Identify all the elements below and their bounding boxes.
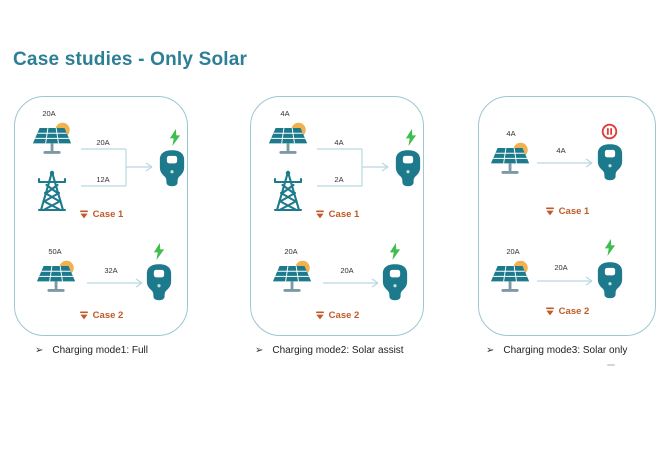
- ev-charger-icon: [158, 149, 186, 187]
- arrow-connector: [87, 278, 143, 288]
- ev-charger-icon: [145, 263, 173, 301]
- case-1-label: Case 1: [251, 209, 423, 220]
- solar-output-label: 4A: [280, 109, 290, 118]
- solar-line-label: 4A: [334, 138, 344, 147]
- merge-connector: [317, 148, 389, 187]
- case-panel-mode2: 4A 4A 2A: [250, 96, 424, 336]
- ev-charger-icon: [596, 261, 624, 299]
- arrow-amp-label: 20A: [340, 266, 354, 275]
- caption-text: Charging mode1: Full: [52, 345, 148, 356]
- caption-text: Charging mode3: Solar only: [503, 345, 628, 356]
- arrow-bullet: ➢: [486, 345, 495, 356]
- arrow-amp-label: 32A: [104, 266, 118, 275]
- case-2-label: Case 2: [479, 306, 655, 317]
- solar-output-label: 20A: [42, 109, 56, 118]
- solar-panel-icon: [267, 121, 311, 158]
- page-title: Case studies - Only Solar: [13, 49, 248, 70]
- arrow-bullet: ➢: [35, 345, 44, 356]
- caption-mode1: ➢ Charging mode1: Full: [35, 345, 148, 356]
- solar-output-label: 20A: [506, 247, 520, 256]
- power-tower-icon: [269, 169, 307, 213]
- caption-mode3: ➢ Charging mode3: Solar only: [486, 345, 627, 356]
- ev-charger-icon: [596, 143, 624, 181]
- arrow-connector: [537, 276, 593, 286]
- lightning-bolt-icon: [168, 129, 182, 146]
- case-2-label: Case 2: [15, 310, 187, 321]
- caption-text: Charging mode2: Solar assist: [272, 345, 404, 356]
- arrow-bullet: ➢: [255, 345, 264, 356]
- lightning-bolt-icon: [388, 243, 402, 260]
- caption-mode2: ➢ Charging mode2: Solar assist: [255, 345, 404, 356]
- grid-line-label: 2A: [334, 175, 344, 184]
- solar-line-label: 20A: [96, 138, 110, 147]
- arrow-connector: [537, 158, 593, 168]
- merge-connector: [81, 148, 153, 187]
- grid-line-label: 12A: [96, 175, 110, 184]
- solar-output-label: 20A: [284, 247, 298, 256]
- lightning-bolt-icon: [603, 239, 617, 256]
- lightning-bolt-icon: [152, 243, 166, 260]
- solar-panel-icon: [35, 259, 79, 296]
- arrow-amp-label: 20A: [554, 263, 568, 272]
- solar-panel-icon: [31, 121, 75, 158]
- case-panel-mode1: 20A 20A 12A: [14, 96, 188, 336]
- arrow-connector: [323, 278, 379, 288]
- arrow-amp-label: 4A: [556, 146, 566, 155]
- pause-circle-icon: [601, 123, 618, 140]
- case-panel-mode3: 4A 4A Case 1 20A: [478, 96, 656, 336]
- solar-panel-icon: [489, 259, 533, 296]
- ev-charger-icon: [394, 149, 422, 187]
- case-1-label: Case 1: [479, 206, 655, 217]
- case-2-label: Case 2: [251, 310, 423, 321]
- stray-mark: [607, 364, 615, 366]
- solar-output-label: 4A: [506, 129, 516, 138]
- solar-panel-icon: [489, 141, 533, 178]
- lightning-bolt-icon: [404, 129, 418, 146]
- ev-charger-icon: [381, 263, 409, 301]
- power-tower-icon: [33, 169, 71, 213]
- case-1-label: Case 1: [15, 209, 187, 220]
- solar-output-label: 50A: [48, 247, 62, 256]
- solar-panel-icon: [271, 259, 315, 296]
